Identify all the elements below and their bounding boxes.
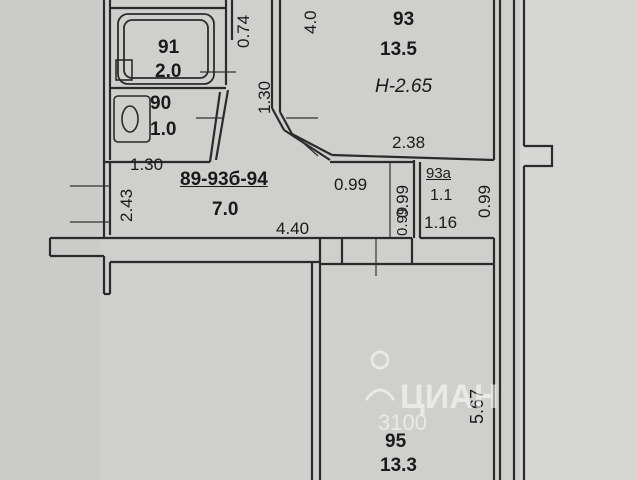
watermark-code: 3100 <box>378 410 427 435</box>
dim-1-30-left: 1.30 <box>130 155 164 174</box>
dim-1-16: 1.16 <box>424 213 458 232</box>
room-89-area: 7.0 <box>212 199 239 220</box>
watermark-brand: ЦИАН <box>400 378 499 416</box>
bathtub <box>117 13 215 85</box>
dim-0-99-a: 0.99 <box>334 175 368 194</box>
room-93a-area: 1.1 <box>430 187 453 204</box>
sink <box>115 59 133 81</box>
dim-0-99-c: 0.99 <box>475 184 494 218</box>
dim-4-0: 4.0 <box>301 10 320 34</box>
dim-2-38: 2.38 <box>392 133 426 152</box>
watermark-logo <box>364 350 396 401</box>
room-91-area: 2.0 <box>155 61 182 82</box>
walls <box>48 0 554 480</box>
room-93-area: 13.5 <box>380 39 417 60</box>
room-93-height: H-2.65 <box>375 76 433 97</box>
dim-2-43: 2.43 <box>117 188 136 222</box>
dim-0-99-d: 0.99 <box>394 206 411 236</box>
room-89-number: 89-93б-94 <box>180 169 268 190</box>
room-95-area: 13.3 <box>380 455 417 476</box>
room-93-number: 93 <box>393 9 415 30</box>
room-91-number: 91 <box>158 37 180 58</box>
room-95-number: 95 <box>385 431 407 452</box>
dim-0-74: 0.74 <box>234 14 253 48</box>
room-90-number: 90 <box>150 93 172 114</box>
dim-4-40: 4.40 <box>276 219 310 238</box>
toilet <box>113 95 151 143</box>
room-90-area: 1.0 <box>150 119 177 140</box>
room-93a-number: 93а <box>426 165 452 182</box>
dimension-lines <box>70 71 391 276</box>
dim-1-30-top: 1.30 <box>255 80 274 114</box>
